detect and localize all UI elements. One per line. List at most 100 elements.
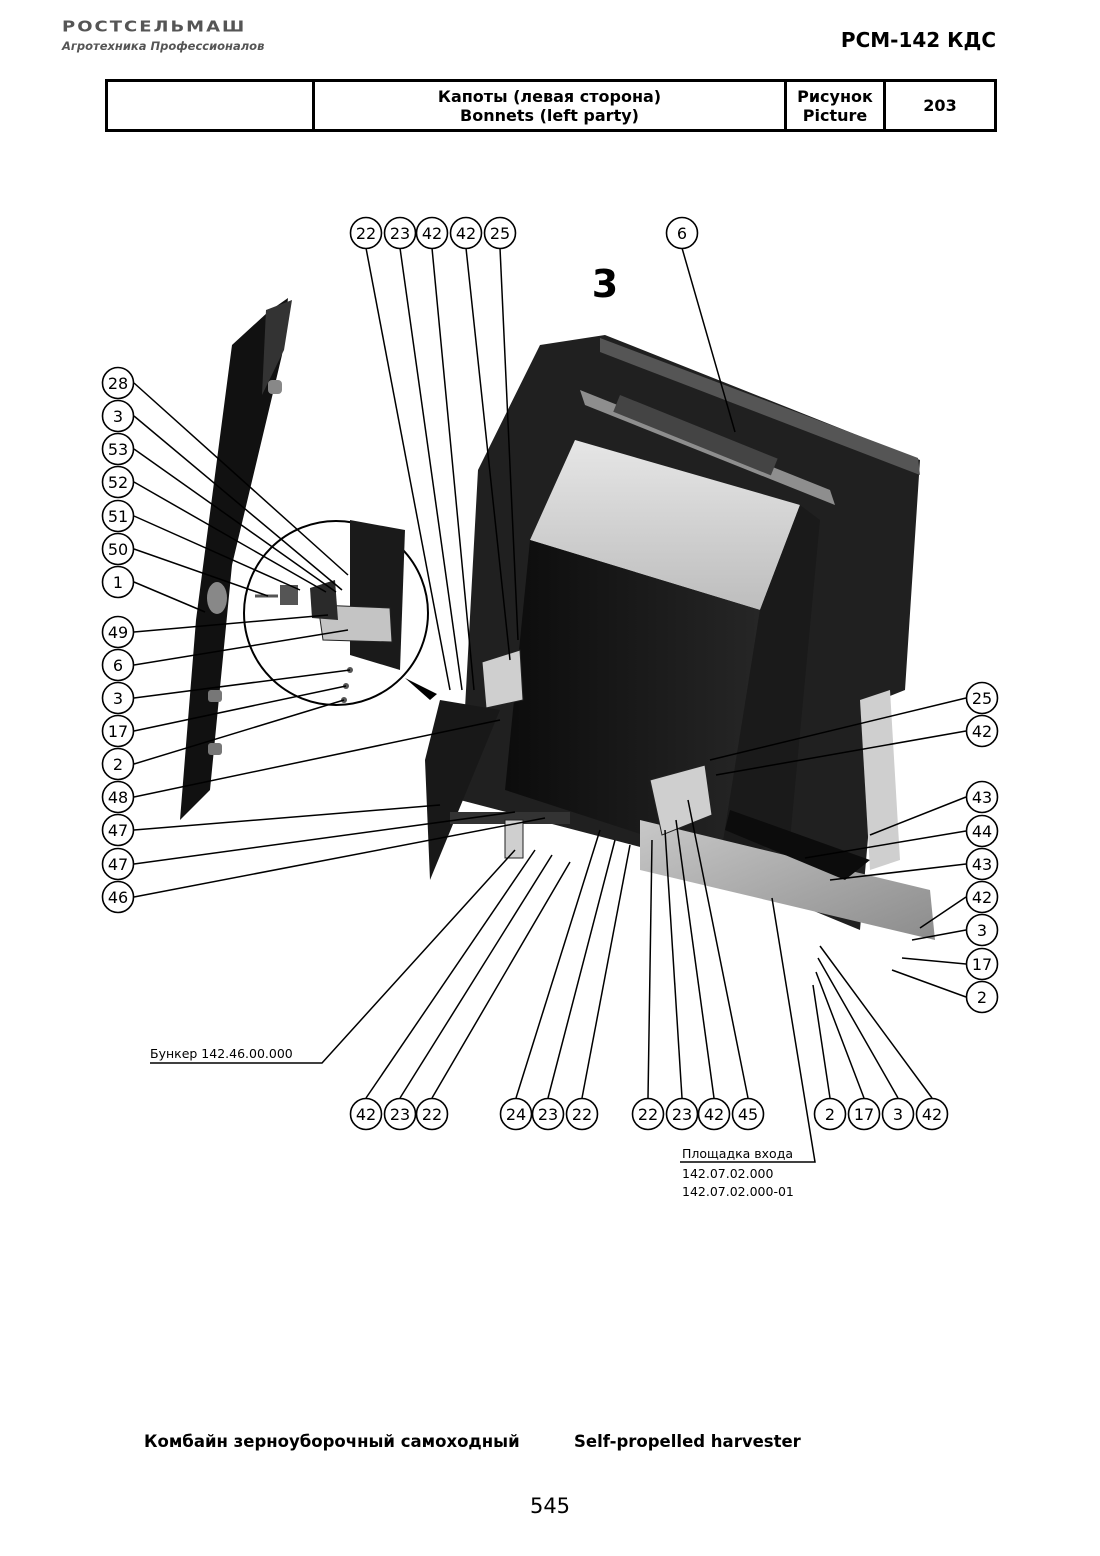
callout-50: 50 [101, 532, 135, 566]
callout-3: 3 [881, 1097, 915, 1131]
svg-text:23: 23 [390, 1105, 410, 1124]
svg-text:45: 45 [738, 1105, 758, 1124]
svg-text:42: 42 [922, 1105, 942, 1124]
svg-text:3: 3 [977, 921, 987, 940]
callout-22: 22 [565, 1097, 599, 1131]
detail-arrow [405, 678, 437, 700]
callout-42: 42 [449, 216, 483, 250]
svg-text:22: 22 [422, 1105, 442, 1124]
figure-label-cell: Рисунок Picture [784, 79, 886, 132]
svg-text:42: 42 [704, 1105, 724, 1124]
svg-text:42: 42 [356, 1105, 376, 1124]
svg-text:17: 17 [854, 1105, 874, 1124]
callout-42: 42 [965, 714, 999, 748]
model-designation: РСМ-142 КДС [840, 28, 996, 52]
platform-note: Площадка входа [682, 1146, 793, 1161]
svg-text:53: 53 [108, 440, 128, 459]
svg-text:6: 6 [677, 224, 687, 243]
callout-23: 23 [665, 1097, 699, 1131]
side-panel-part [180, 298, 292, 820]
logo-tagline: Агротехника Профессионалов [62, 39, 265, 53]
svg-text:17: 17 [108, 722, 128, 741]
title-block-empty-cell [105, 79, 315, 132]
page-number: 545 [529, 1494, 571, 1518]
svg-text:42: 42 [456, 224, 476, 243]
svg-text:42: 42 [972, 722, 992, 741]
detail-zoom-circle [243, 520, 429, 706]
svg-text:47: 47 [108, 855, 128, 874]
brand-logo: РОСТСЕЛЬМАШ Агротехника Профессионалов [62, 18, 264, 53]
logo-wordmark: РОСТСЕЛЬМАШ [62, 18, 247, 36]
platform-code-1: 142.07.02.000 [682, 1166, 773, 1181]
svg-text:28: 28 [108, 374, 128, 393]
callout-2: 2 [813, 1097, 847, 1131]
callout-2: 2 [101, 747, 135, 781]
figure-label-ru: Рисунок [797, 86, 873, 106]
callout-28: 28 [101, 366, 135, 400]
title-en: Bonnets (left party) [460, 105, 639, 125]
callout-42: 42 [965, 880, 999, 914]
svg-text:6: 6 [113, 656, 123, 675]
svg-text:2: 2 [113, 755, 123, 774]
svg-text:42: 42 [972, 888, 992, 907]
svg-text:43: 43 [972, 855, 992, 874]
svg-text:17: 17 [972, 955, 992, 974]
callout-49: 49 [101, 615, 135, 649]
callout-6: 6 [101, 648, 135, 682]
svg-text:23: 23 [672, 1105, 692, 1124]
callout-23: 23 [383, 216, 417, 250]
svg-text:22: 22 [572, 1105, 592, 1124]
footer-description-en: Self-propelled harvester [574, 1432, 801, 1451]
callout-43: 43 [965, 847, 999, 881]
svg-text:48: 48 [108, 788, 128, 807]
callout-53: 53 [101, 432, 135, 466]
callout-3: 3 [965, 913, 999, 947]
svg-text:46: 46 [108, 888, 128, 907]
title-ru: Капоты (левая сторона) [437, 86, 662, 106]
svg-text:2: 2 [825, 1105, 835, 1124]
callout-1: 1 [101, 565, 135, 599]
callout-17: 17 [847, 1097, 881, 1131]
svg-text:3: 3 [893, 1105, 903, 1124]
callout-43: 43 [965, 780, 999, 814]
svg-text:3: 3 [113, 689, 123, 708]
callout-17: 17 [965, 947, 999, 981]
callout-23: 23 [383, 1097, 417, 1131]
callout-25: 25 [965, 681, 999, 715]
figure-number: 203 [883, 79, 997, 132]
callout-17: 17 [101, 714, 135, 748]
callout-42: 42 [697, 1097, 731, 1131]
platform-code-2: 142.07.02.000-01 [682, 1184, 794, 1199]
callout-3: 3 [101, 399, 135, 433]
footer-description-ru: Комбайн зерноуборочный самоходный [144, 1432, 520, 1451]
callout-52: 52 [101, 465, 135, 499]
svg-text:42: 42 [422, 224, 442, 243]
callout-42: 42 [415, 216, 449, 250]
callout-48: 48 [101, 780, 135, 814]
title-cell: Капоты (левая сторона) Bonnets (left par… [312, 79, 787, 132]
callout-42: 42 [915, 1097, 949, 1131]
bonnet-assembly [425, 335, 935, 940]
callout-22: 22 [415, 1097, 449, 1131]
svg-text:1: 1 [113, 573, 123, 592]
title-block: Капоты (левая сторона) Bonnets (left par… [105, 79, 997, 132]
svg-text:2: 2 [977, 988, 987, 1007]
svg-text:25: 25 [972, 689, 992, 708]
callout-22: 22 [631, 1097, 665, 1131]
leader-lines [133, 247, 967, 1163]
svg-text:51: 51 [108, 507, 128, 526]
callout-3: 3 [101, 681, 135, 715]
svg-text:50: 50 [108, 540, 128, 559]
svg-text:22: 22 [356, 224, 376, 243]
svg-text:25: 25 [490, 224, 510, 243]
figure-label-en: Picture [802, 105, 868, 125]
svg-text:23: 23 [390, 224, 410, 243]
svg-text:49: 49 [108, 623, 128, 642]
svg-text:3: 3 [113, 407, 123, 426]
callout-47: 47 [101, 847, 135, 881]
callout-46: 46 [101, 880, 135, 914]
svg-text:24: 24 [506, 1105, 526, 1124]
svg-text:44: 44 [972, 822, 992, 841]
view-label: 3 [592, 262, 618, 306]
svg-text:52: 52 [108, 473, 128, 492]
